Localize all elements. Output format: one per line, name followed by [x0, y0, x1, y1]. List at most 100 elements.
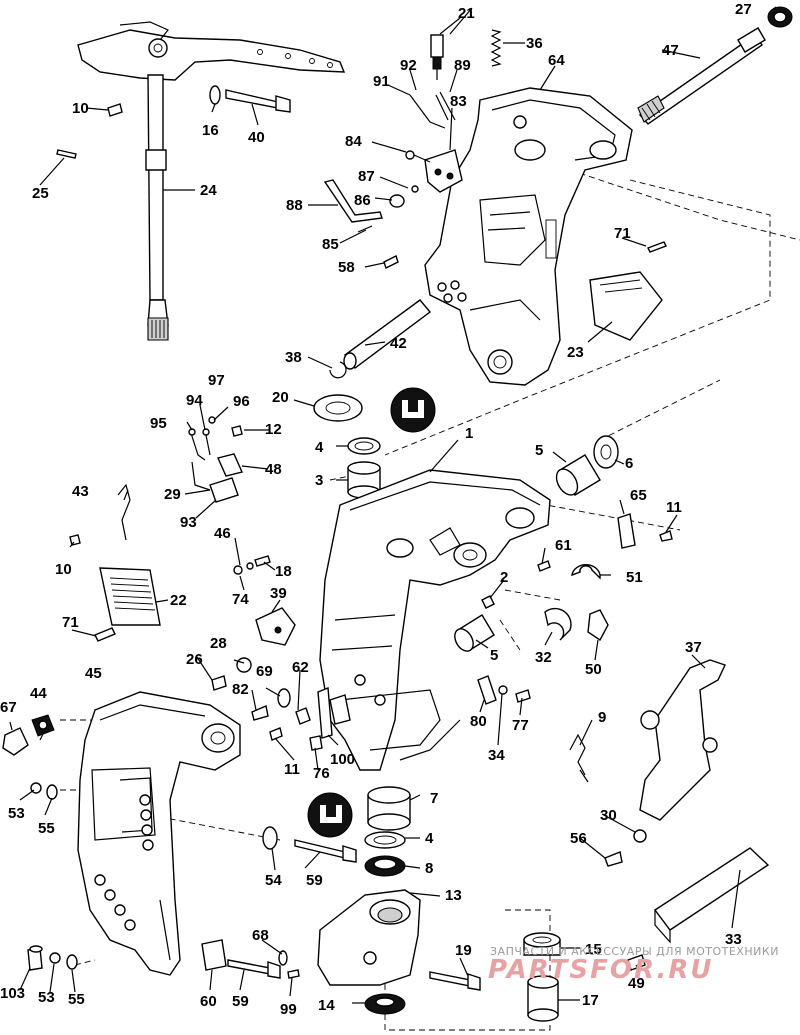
callout-49: 49 — [628, 975, 645, 992]
part-28-nut — [236, 657, 252, 673]
part-30-nut — [633, 829, 647, 843]
part-61-screw — [537, 560, 551, 572]
callout-94: 94 — [186, 392, 203, 409]
part-22-plate — [99, 567, 161, 626]
callout-47: 47 — [662, 42, 679, 59]
callout-69: 69 — [256, 663, 273, 680]
part-51-clip — [571, 564, 601, 580]
part-59-bolt-upper — [294, 839, 357, 863]
callout-44: 44 — [30, 685, 47, 702]
part-2-screw — [481, 595, 495, 609]
part-50-cam — [587, 609, 609, 642]
part-6-washer — [593, 435, 619, 469]
watermark: ЗАПЧАСТИ И АКСЕССУАРЫ ДЛЯ МОТОТЕХНИКИ PA… — [488, 945, 779, 985]
callout-29: 29 — [164, 486, 181, 503]
callout-2: 2 — [500, 569, 508, 586]
callout-8: 8 — [425, 860, 433, 877]
part-62-100-plate — [295, 686, 333, 739]
part-67-cap — [2, 727, 29, 756]
part-89-91-92-wires — [409, 91, 456, 129]
part-55-washer-upper — [46, 784, 58, 800]
part-93-switch — [209, 477, 239, 503]
callout-59-upper: 59 — [306, 872, 323, 889]
callout-13: 13 — [445, 887, 462, 904]
part-71-screw-left — [94, 627, 116, 642]
callout-74: 74 — [232, 591, 249, 608]
part-34-washer — [498, 685, 508, 695]
callout-15: 15 — [585, 941, 602, 958]
callout-65: 65 — [630, 487, 647, 504]
callout-37: 37 — [685, 639, 702, 656]
callout-1: 1 — [465, 425, 473, 442]
assembly-guide-lines — [60, 169, 800, 1031]
part-82-screw — [251, 705, 269, 721]
callout-11-right: 11 — [666, 499, 682, 516]
part-26-screw — [211, 675, 227, 691]
callout-54: 54 — [265, 872, 282, 889]
part-83-trim-sender — [424, 149, 463, 193]
part-27-nut — [767, 6, 793, 28]
callout-32: 32 — [535, 649, 552, 666]
part-9-spring — [569, 733, 589, 783]
callout-18: 18 — [275, 563, 292, 580]
part-95-97-wires — [188, 416, 216, 461]
part-53-washer-lower — [49, 952, 61, 964]
callout-7: 7 — [430, 790, 438, 807]
callout-14: 14 — [318, 997, 335, 1014]
part-55-washer-lower — [66, 954, 78, 970]
callout-40: 40 — [248, 129, 265, 146]
callout-71-top: 71 — [614, 225, 631, 242]
part-16-washer — [209, 85, 221, 105]
part-40-bolt — [225, 89, 291, 113]
callout-67: 67 — [0, 699, 17, 716]
callout-92: 92 — [400, 57, 417, 74]
part-39-block — [255, 607, 296, 646]
part-84-connector — [405, 150, 431, 163]
part-10-screw-left — [69, 534, 81, 546]
part-49-screw — [627, 954, 646, 971]
callout-27: 27 — [735, 1, 752, 18]
callout-4-lower: 4 — [425, 830, 434, 847]
callout-103: 103 — [0, 985, 25, 1002]
part-56-screw — [604, 851, 623, 867]
part-25-pin — [56, 149, 77, 159]
callout-64: 64 — [548, 52, 565, 69]
part-13-swivel-block — [317, 889, 421, 986]
part-60-plate — [201, 939, 227, 971]
callout-59-lower: 59 — [232, 993, 249, 1010]
callout-20: 20 — [272, 389, 289, 406]
callout-38: 38 — [285, 349, 302, 366]
callout-12: 12 — [265, 421, 282, 438]
part-20-washer — [313, 394, 363, 422]
callout-23: 23 — [567, 344, 584, 361]
watermark-logo: PARTSFOR.RU — [488, 955, 713, 985]
callout-16: 16 — [202, 122, 219, 139]
callout-3: 3 — [315, 472, 323, 489]
part-80-bracket — [477, 675, 497, 705]
part-45-clamp-bracket — [77, 691, 241, 976]
callout-96: 96 — [233, 393, 250, 410]
callout-46: 46 — [214, 525, 231, 542]
watermark-tagline: ЗАПЧАСТИ И АКСЕССУАРЫ ДЛЯ МОТОТЕХНИКИ — [490, 945, 779, 958]
part-29-wire — [191, 461, 211, 491]
part-36-spring — [490, 29, 502, 67]
part-4-washer-upper — [347, 437, 381, 455]
callout-22: 22 — [170, 592, 187, 609]
callout-55-lower: 55 — [68, 991, 85, 1008]
callout-97: 97 — [208, 372, 225, 389]
callout-42: 42 — [390, 335, 407, 352]
part-12-screw — [231, 425, 243, 437]
callout-85: 85 — [322, 236, 339, 253]
callout-labels: 21 27 36 47 64 92 89 91 83 84 87 86 88 8… — [0, 1, 752, 1018]
part-59-bolt-lower — [227, 959, 281, 979]
callout-48: 48 — [265, 461, 282, 478]
callout-91: 91 — [373, 73, 390, 90]
part-103-spacer — [27, 945, 43, 971]
part-19-bolt — [429, 971, 481, 991]
callout-5-upper: 5 — [535, 442, 543, 459]
callout-10-left: 10 — [55, 561, 72, 578]
callout-99: 99 — [280, 1001, 297, 1018]
callout-34: 34 — [488, 747, 505, 764]
callout-83: 83 — [450, 93, 467, 110]
